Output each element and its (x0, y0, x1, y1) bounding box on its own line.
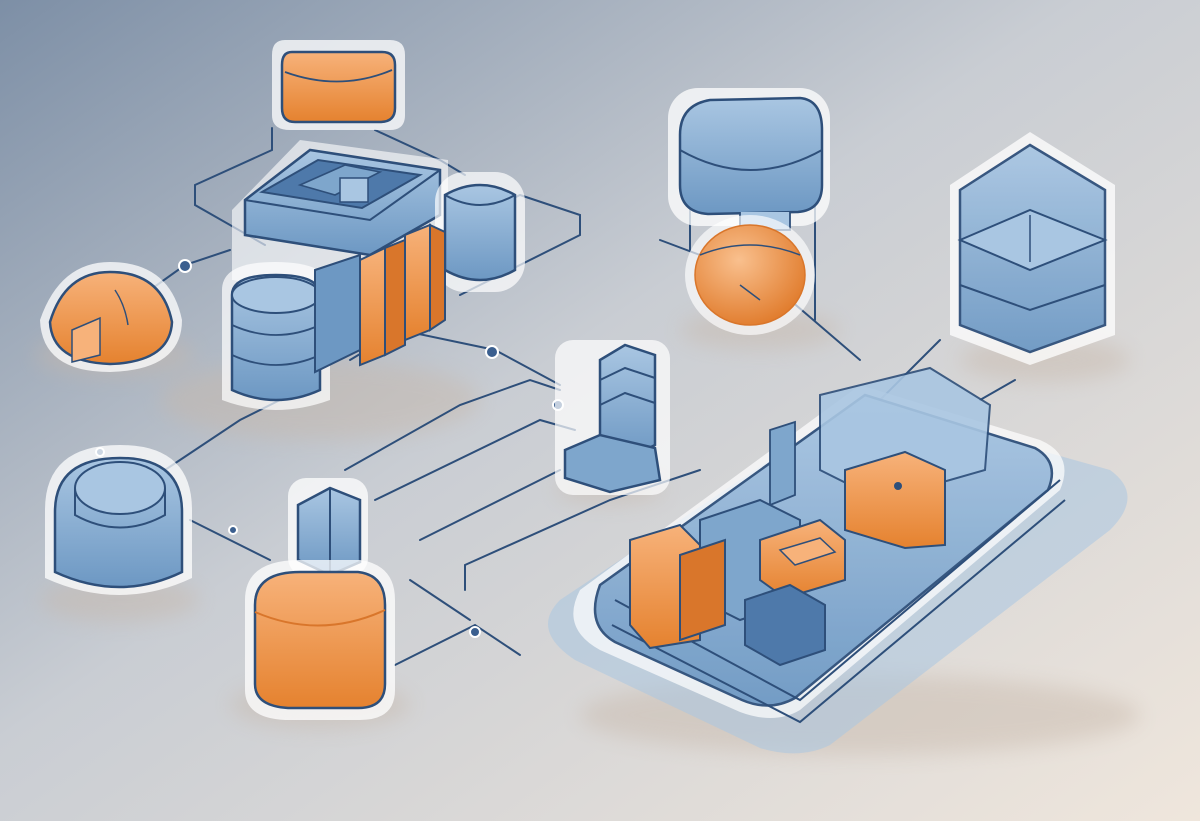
connector-line (194, 127, 273, 246)
blue-small-pillar (288, 478, 368, 577)
connector-dots (95, 259, 564, 638)
blue-cylinder-stack (222, 253, 361, 410)
blue-platform-large (548, 366, 1128, 754)
orange-bowl-left (40, 262, 182, 372)
connector-dot (178, 259, 192, 273)
orange-box-top (272, 40, 405, 130)
connector-dot (228, 525, 238, 535)
connector-line (394, 623, 521, 666)
blue-cylinder-left (45, 445, 192, 595)
connector-line (344, 378, 561, 471)
connector-line (189, 519, 271, 561)
orange-sphere-center (685, 215, 815, 335)
connector-line (409, 579, 471, 621)
blue-cylinder-right (435, 172, 525, 292)
connector-dot (485, 345, 499, 359)
blue-small-tower (555, 340, 670, 495)
blue-glass-hexagon (950, 132, 1115, 365)
orange-bars (359, 223, 446, 367)
orange-box-bottom (245, 560, 395, 720)
blue-cube-top (668, 88, 830, 231)
connector-dot (469, 626, 481, 638)
connector-line (979, 379, 1016, 401)
connector-line (419, 469, 561, 541)
